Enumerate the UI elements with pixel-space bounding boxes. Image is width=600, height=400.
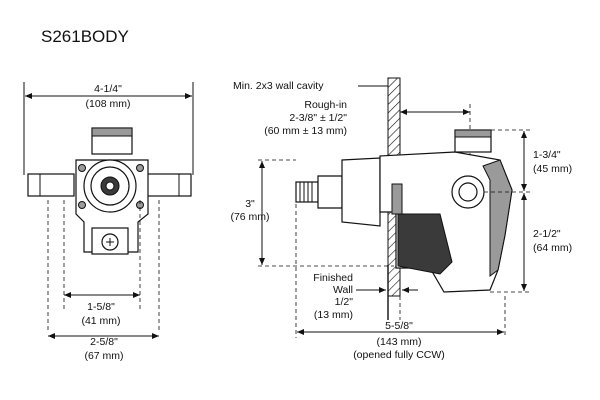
bottom-right-dim-metric: (64 mm) bbox=[533, 242, 572, 254]
height-dim-imperial: 3" bbox=[245, 198, 255, 210]
finished-wall-imperial: 1/2" bbox=[335, 296, 354, 308]
finished-wall-line1: Finished bbox=[313, 272, 353, 284]
height-dim-metric: (76 mm) bbox=[230, 211, 269, 223]
front-top-dim-imperial: 4-1/4" bbox=[94, 83, 122, 95]
stem-collar bbox=[317, 175, 343, 209]
front-outer-dim-imperial: 2-5/8" bbox=[90, 336, 118, 348]
front-outer-dim-metric: (67 mm) bbox=[84, 350, 123, 362]
top-right-dim-imperial: 1-3/4" bbox=[533, 149, 561, 161]
right-port bbox=[146, 173, 192, 197]
bottom-right-dim-imperial: 2-1/2" bbox=[533, 228, 561, 240]
front-inner-dim-metric: (41 mm) bbox=[81, 315, 120, 327]
front-inner-dim-imperial: 1-5/8" bbox=[87, 301, 115, 313]
wall-cavity-label: Min. 2x3 wall cavity bbox=[233, 80, 324, 92]
front-view: 4-1/4" (108 mm) 1-5/8" (41 mm) bbox=[23, 82, 194, 362]
front-top-dim-metric: (108 mm) bbox=[86, 98, 131, 110]
overall-dim-metric: (143 mm) bbox=[377, 336, 422, 348]
rough-in-metric: (60 mm ± 13 mm) bbox=[264, 125, 347, 137]
overall-dim-imperial: 5-5/8" bbox=[385, 320, 413, 332]
side-view: Min. 2x3 wall cavity Rough-in 2-3/8" ± 1… bbox=[230, 77, 572, 361]
bonnet bbox=[341, 157, 381, 227]
stem bbox=[295, 181, 319, 203]
drawing-title: S261BODY bbox=[41, 27, 129, 46]
finished-wall-metric: (13 mm) bbox=[314, 309, 353, 321]
finished-wall-line2: Wall bbox=[333, 284, 353, 296]
rough-in-label: Rough-in bbox=[304, 99, 347, 111]
side-body-lower-shade bbox=[397, 213, 453, 275]
overall-dim-note: (opened fully CCW) bbox=[353, 349, 445, 361]
rough-in-imperial: 2-3/8" ± 1/2" bbox=[289, 112, 347, 124]
left-port bbox=[27, 173, 75, 197]
top-right-dim-metric: (45 mm) bbox=[533, 163, 572, 175]
